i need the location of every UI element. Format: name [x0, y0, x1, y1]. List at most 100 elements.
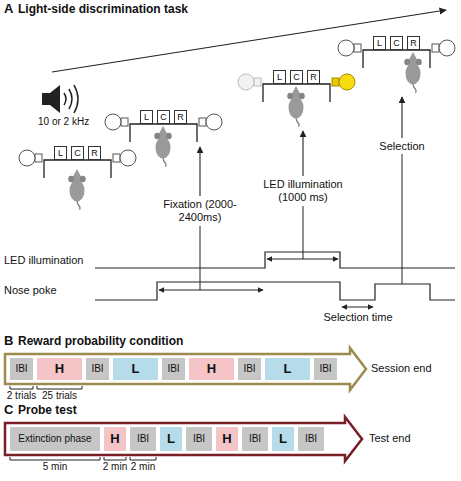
panel-title: Light-side discrimination task	[18, 2, 188, 16]
trial-block: IBI	[162, 358, 185, 380]
end-label: Test end	[369, 432, 411, 445]
nose-poke-port: C	[290, 70, 303, 84]
nose-poke-port: C	[71, 146, 84, 160]
nose-poke-port: L	[373, 36, 386, 50]
phase-label: LED illumination (1000 ms)	[257, 178, 349, 204]
signal-name: LED illumination	[4, 254, 83, 267]
trial-block: IBI	[86, 358, 109, 380]
bulb-base	[432, 44, 439, 52]
trial-block: IBI	[10, 358, 33, 380]
panel-letter: C	[4, 402, 13, 417]
bulb-base	[254, 78, 261, 86]
sound-wave	[64, 93, 66, 105]
trial-block: IBI	[186, 427, 212, 451]
block-label: IBI	[249, 433, 261, 445]
bulb-base	[332, 78, 339, 86]
trial-block: H	[216, 427, 238, 451]
end-label: Session end	[371, 362, 432, 375]
block-label: Extinction phase	[18, 433, 91, 445]
trial-block: IBI	[298, 427, 324, 451]
led-bulb	[439, 40, 455, 56]
led-bulb	[338, 40, 354, 56]
trial-block: IBI	[314, 358, 337, 380]
block-label: H	[55, 362, 64, 376]
port-letter: L	[58, 148, 63, 158]
speaker-cone	[50, 85, 60, 113]
duration-arrow	[159, 290, 263, 291]
span-bracket	[37, 386, 82, 389]
port-letter: L	[277, 72, 282, 82]
panel-letter: A	[4, 1, 13, 16]
panel-title: Probe test	[18, 403, 77, 417]
panel-title: Reward probability condition	[18, 334, 183, 348]
signal-name: Nose poke	[4, 284, 57, 297]
sound-wave	[74, 85, 78, 113]
port-letter: L	[144, 112, 149, 122]
port-letter: C	[393, 38, 400, 48]
span-bracket	[10, 457, 100, 460]
trial-block: IBI	[242, 427, 268, 451]
panel-letter: B	[4, 333, 13, 348]
port-letter: C	[293, 72, 300, 82]
nose-poke-port: L	[54, 146, 67, 160]
timeline-arrow: Session endIBIHIBILIBIHIBILIBI	[3, 346, 369, 392]
led-bulb	[238, 74, 254, 90]
span-bracket	[10, 386, 33, 389]
led-bulb	[120, 150, 136, 166]
duration-arrow	[342, 307, 373, 308]
led-bulb	[19, 150, 35, 166]
bulb-base	[354, 44, 361, 52]
nose-poke-port: C	[157, 110, 170, 124]
arrow-shape	[5, 417, 362, 461]
trial-block: IBI	[238, 358, 261, 380]
bulb-base	[35, 154, 42, 162]
mouse-figure	[154, 126, 172, 167]
mouse-figure	[404, 52, 422, 93]
bulb-base	[199, 118, 206, 126]
port-letter: C	[160, 112, 167, 122]
port-letter: R	[177, 112, 184, 122]
trial-block: L	[160, 427, 182, 451]
pointer-arrow	[302, 131, 303, 176]
nose-poke-port: R	[174, 110, 187, 124]
port-letter: R	[310, 72, 317, 82]
block-label: IBI	[15, 363, 27, 375]
speaker-icon	[42, 85, 78, 113]
nose-poke-port: L	[140, 110, 153, 124]
span-label: 5 min	[35, 461, 75, 473]
led-bulb-lit	[339, 74, 355, 90]
nosepoke-trace	[95, 282, 455, 300]
trial-block: IBI	[130, 427, 156, 451]
duration-label: Selection time	[318, 311, 398, 324]
block-label: L	[132, 362, 140, 376]
arrow-shape	[5, 348, 366, 390]
block-label: L	[167, 432, 175, 446]
nose-poke-port: R	[407, 36, 420, 50]
span-label: 2 min	[130, 461, 156, 473]
span-bracket	[104, 457, 126, 460]
span-label: 25 trials	[37, 390, 83, 402]
block-label: IBI	[137, 433, 149, 445]
span-label: 2 trials	[2, 390, 42, 402]
block-label: IBI	[305, 433, 317, 445]
nose-poke-port: C	[390, 36, 403, 50]
bulb-base	[121, 118, 128, 126]
trial-block: Extinction phase	[10, 427, 100, 451]
span-label: 2 min	[102, 461, 128, 473]
block-label: H	[110, 432, 119, 446]
pointer-arrow	[199, 147, 200, 196]
leader-line	[200, 226, 201, 290]
leader-line	[402, 154, 403, 284]
timeline-arrow: Test endExtinction phaseHIBILIBIHIBILIBI	[3, 416, 365, 462]
block-label: IBI	[193, 433, 205, 445]
block-label: IBI	[243, 363, 255, 375]
trial-block: H	[37, 358, 82, 380]
block-label: L	[284, 362, 292, 376]
nose-poke-port: R	[307, 70, 320, 84]
block-label: IBI	[91, 363, 103, 375]
port-letter: L	[377, 38, 382, 48]
trial-block: L	[113, 358, 158, 380]
pointer-arrow	[401, 97, 402, 138]
port-letter: R	[410, 38, 417, 48]
